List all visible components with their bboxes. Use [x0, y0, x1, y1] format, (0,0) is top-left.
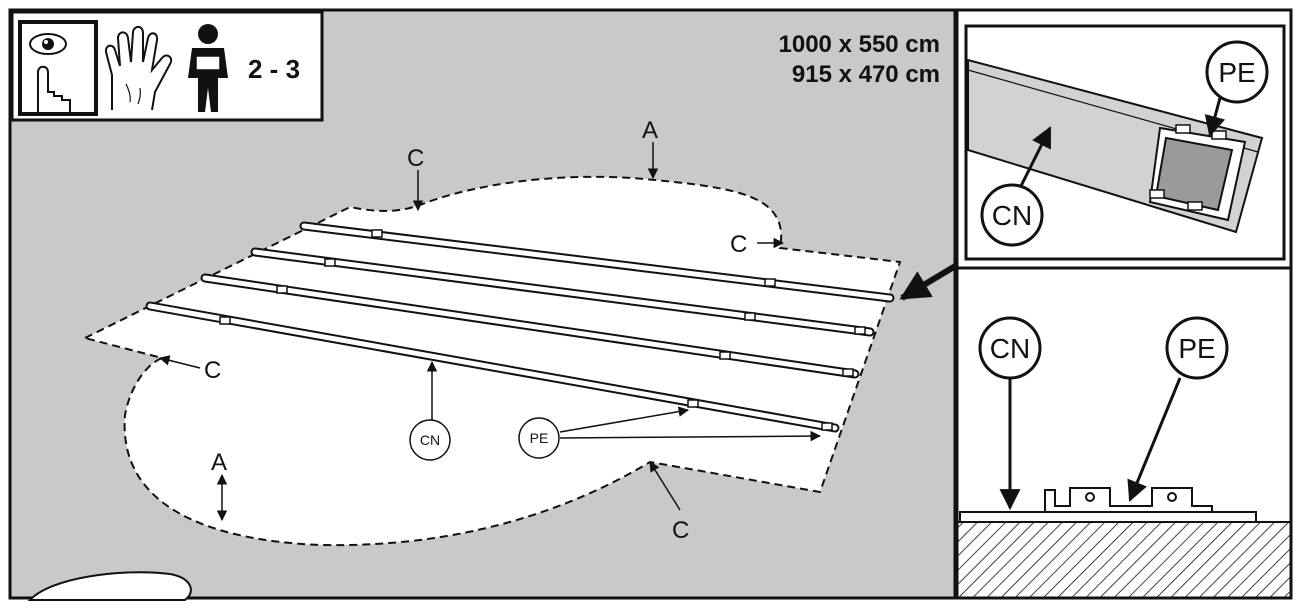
- plate: [719, 351, 731, 360]
- label-pe: PE: [530, 430, 549, 446]
- detail-top-cn-label: CN: [992, 200, 1032, 231]
- beam-4-inner: [147, 303, 838, 431]
- plate: [764, 278, 776, 287]
- icon-box: 2 - 3: [10, 10, 324, 122]
- partial-shape: [27, 571, 192, 601]
- detail-top-pe-circle: [1205, 40, 1269, 104]
- plate: [744, 312, 756, 321]
- ground-hatch: [958, 522, 1290, 597]
- label-cn: CN: [420, 432, 440, 448]
- plate: [842, 368, 854, 377]
- beam-1-inner: [301, 223, 893, 301]
- plate: [687, 399, 699, 408]
- detail-top-cn-circle: [980, 183, 1044, 247]
- plate: [821, 422, 833, 431]
- plate: [854, 326, 866, 335]
- beam-group: [145, 221, 895, 433]
- dimension-line-1: 1000 x 550 cm: [779, 31, 940, 58]
- label-a-top: A: [642, 117, 658, 144]
- label-c-bottom: C: [672, 517, 689, 544]
- plate: [219, 316, 231, 325]
- detail-panel-bottom: CN PE: [955, 266, 1293, 600]
- dimension-line-2: 915 x 470 cm: [792, 61, 940, 88]
- plate-detail: [1154, 136, 1234, 212]
- profile-section: [959, 511, 1257, 523]
- glove-icon: [104, 25, 173, 111]
- label-c-top: C: [407, 145, 424, 172]
- detail-bottom-cn-label: CN: [990, 333, 1030, 364]
- label-c-right: C: [730, 231, 747, 258]
- label-a-bottom: A: [211, 449, 227, 476]
- detail-bottom-pe-label: PE: [1178, 333, 1215, 364]
- detail-top-pe-label: PE: [1218, 57, 1255, 88]
- detail-bottom-pe-circle: [1165, 316, 1229, 380]
- beam-2-inner: [252, 249, 873, 335]
- beam-3-inner: [202, 275, 858, 377]
- label-pe-circle: [518, 417, 560, 459]
- detail-callout-arrow: [899, 259, 964, 301]
- persons-count: 2 - 3: [248, 54, 300, 84]
- label-cn-circle: [409, 419, 451, 461]
- person-icon: [188, 24, 228, 112]
- plate: [276, 285, 288, 294]
- label-c-left: C: [204, 357, 221, 384]
- eye-finger-icon: [18, 20, 98, 116]
- plate: [371, 229, 383, 238]
- detail-bottom-cn-circle: [978, 316, 1042, 380]
- main-panel: A C C C A C CN PE 1000 x 550 cm 915 x 47…: [8, 8, 964, 601]
- pool-liner-outline: [82, 175, 902, 547]
- pointer-group: [158, 142, 964, 522]
- detail-panel-top: CN PE: [955, 8, 1293, 270]
- plate: [324, 258, 336, 267]
